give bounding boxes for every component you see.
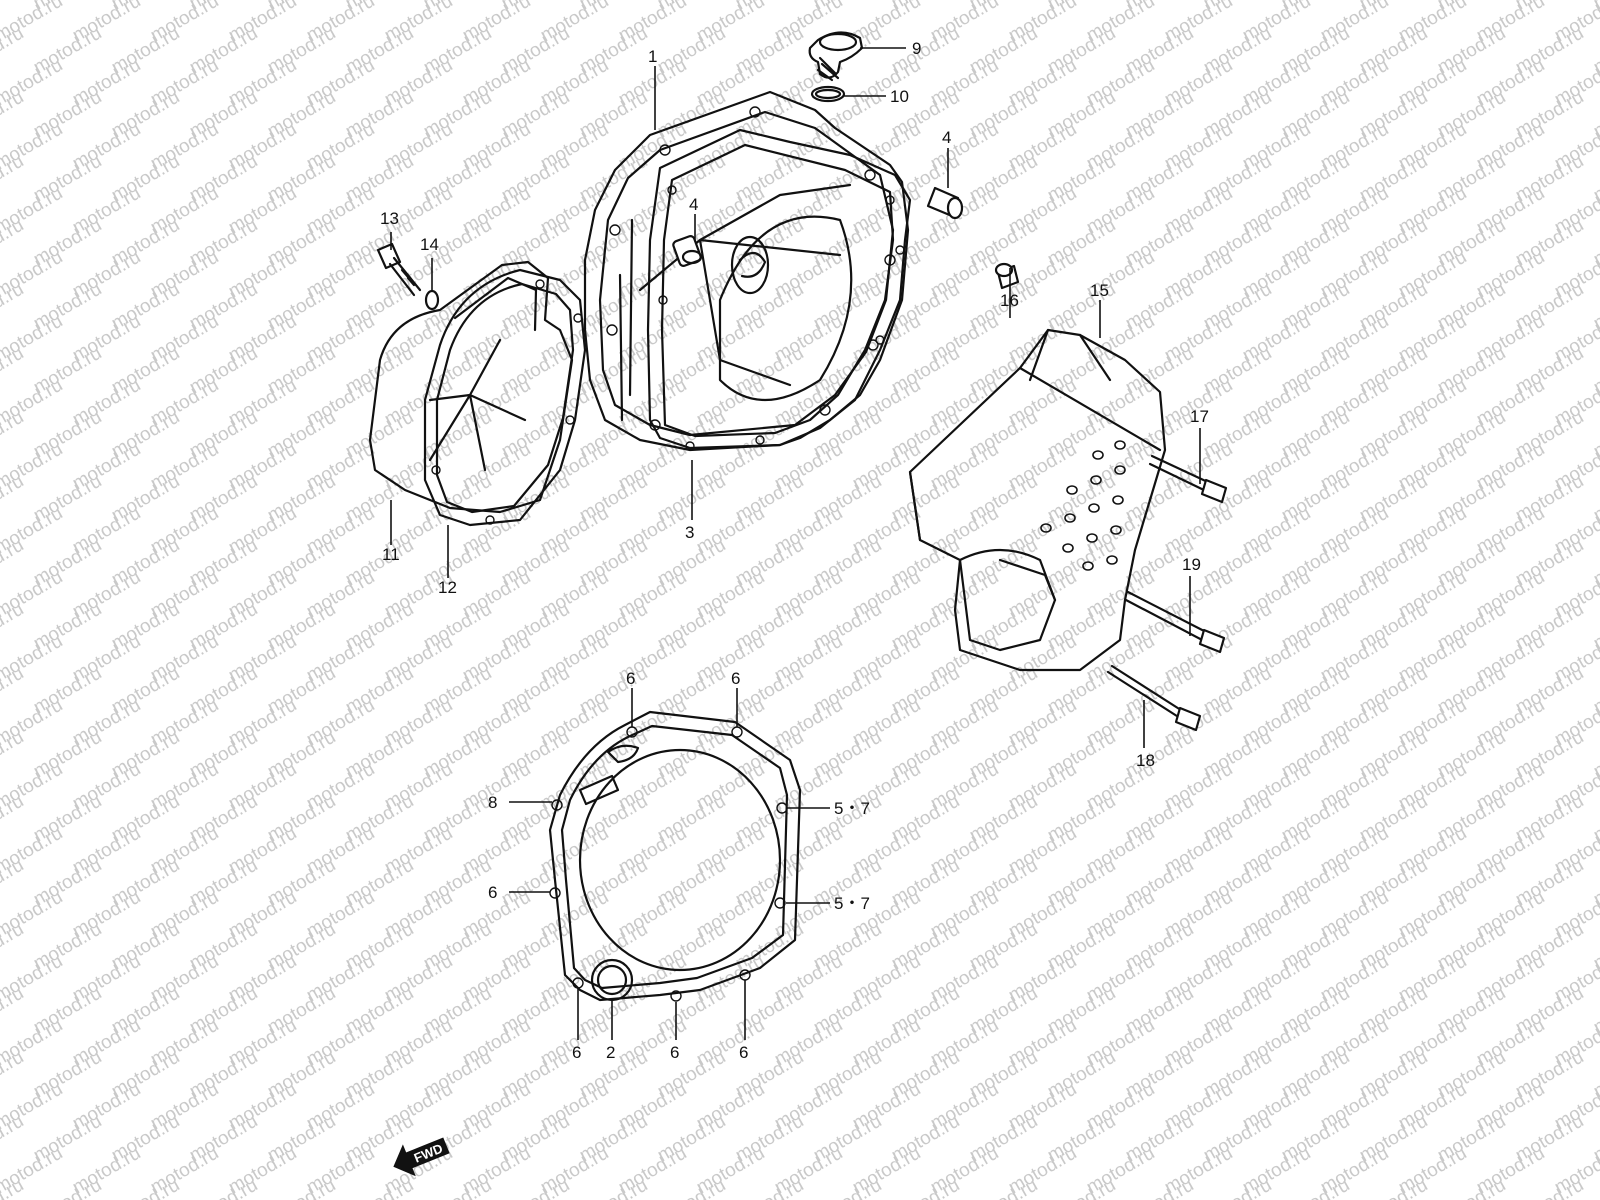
o-ring xyxy=(810,85,846,103)
callout-13: 13 xyxy=(380,209,399,228)
callout-15: 15 xyxy=(1090,281,1109,300)
dowel-pin-4b xyxy=(926,186,964,220)
callout-8: 8 xyxy=(488,793,497,812)
callout-14: 14 xyxy=(420,235,439,254)
watermark-text: motod.ru xyxy=(654,1175,729,1200)
watermark-text: motod.ru xyxy=(498,1175,573,1200)
callout-6: 6 xyxy=(739,1043,748,1062)
callout-6: 6 xyxy=(731,669,740,688)
callout-16: 16 xyxy=(1000,291,1019,310)
collar-16 xyxy=(994,262,1020,290)
callout-10: 10 xyxy=(890,87,909,106)
callout-4: 4 xyxy=(942,128,951,147)
watermark-text: motod.ru xyxy=(1512,1175,1587,1200)
watermark-text: motod.ru xyxy=(186,1175,261,1200)
callout-6: 6 xyxy=(488,883,497,902)
clutch-basket-ribs xyxy=(638,183,853,401)
watermark-text: motod.ru xyxy=(888,1175,963,1200)
callout-2: 2 xyxy=(606,1043,615,1062)
callout-19: 19 xyxy=(1182,555,1201,574)
watermark-text: motod.ru xyxy=(732,1175,807,1200)
watermark-text: motod.ru xyxy=(342,1175,417,1200)
watermark-text: motod.ru xyxy=(264,1175,339,1200)
callout-17: 17 xyxy=(1190,407,1209,426)
callout-18: 18 xyxy=(1136,751,1155,770)
callout-6: 6 xyxy=(572,1043,581,1062)
watermark-text: motod.ru xyxy=(576,1175,651,1200)
watermark-text: motod.ru xyxy=(1200,1175,1275,1200)
watermark-text: motod.ru xyxy=(1434,1175,1509,1200)
callout-6: 6 xyxy=(626,669,635,688)
callout-12: 12 xyxy=(438,578,457,597)
watermark-text: motod.ru xyxy=(966,1175,1041,1200)
callout-6: 6 xyxy=(670,1043,679,1062)
watermark-text: motod.ru xyxy=(1278,1175,1353,1200)
callout-3: 3 xyxy=(685,523,694,542)
watermark-text: motod.ru xyxy=(108,1175,183,1200)
callout-11: 11 xyxy=(382,545,400,564)
callout-9: 9 xyxy=(912,39,921,58)
callout-4: 4 xyxy=(689,195,698,214)
watermark-text: motod.ru xyxy=(810,1175,885,1200)
callout-5-7: 5・7 xyxy=(834,894,870,913)
callout-1: 1 xyxy=(648,47,657,66)
watermark-text: motod.ru xyxy=(1122,1175,1197,1200)
watermark-text: motod.ru xyxy=(1044,1175,1119,1200)
callout-5-7: 5・7 xyxy=(834,799,870,818)
watermark-text: motod.ru xyxy=(30,1175,105,1200)
watermark-text: motod.ru xyxy=(420,1175,495,1200)
washer-14 xyxy=(424,289,440,311)
watermark-text: motod.ru xyxy=(1356,1175,1431,1200)
